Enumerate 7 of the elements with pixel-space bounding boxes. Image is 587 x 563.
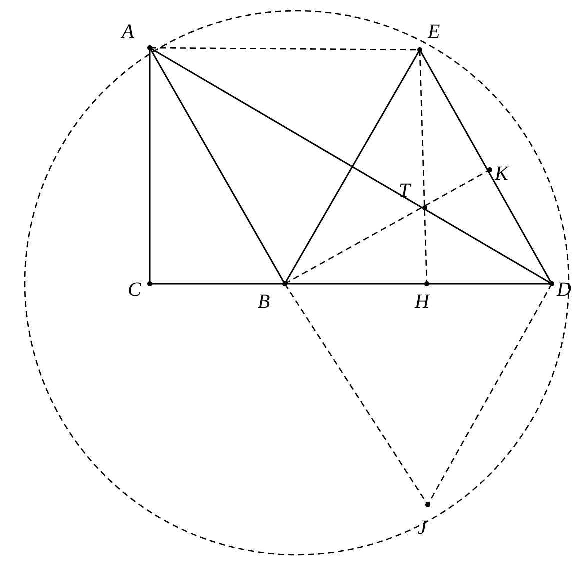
point-label: B xyxy=(258,291,270,313)
point-label: K xyxy=(495,163,508,185)
point-label: T xyxy=(399,180,410,202)
point-label: E xyxy=(428,21,440,43)
point-label: H xyxy=(415,291,430,313)
point-label: C xyxy=(128,279,142,301)
point-label: A xyxy=(122,21,134,43)
